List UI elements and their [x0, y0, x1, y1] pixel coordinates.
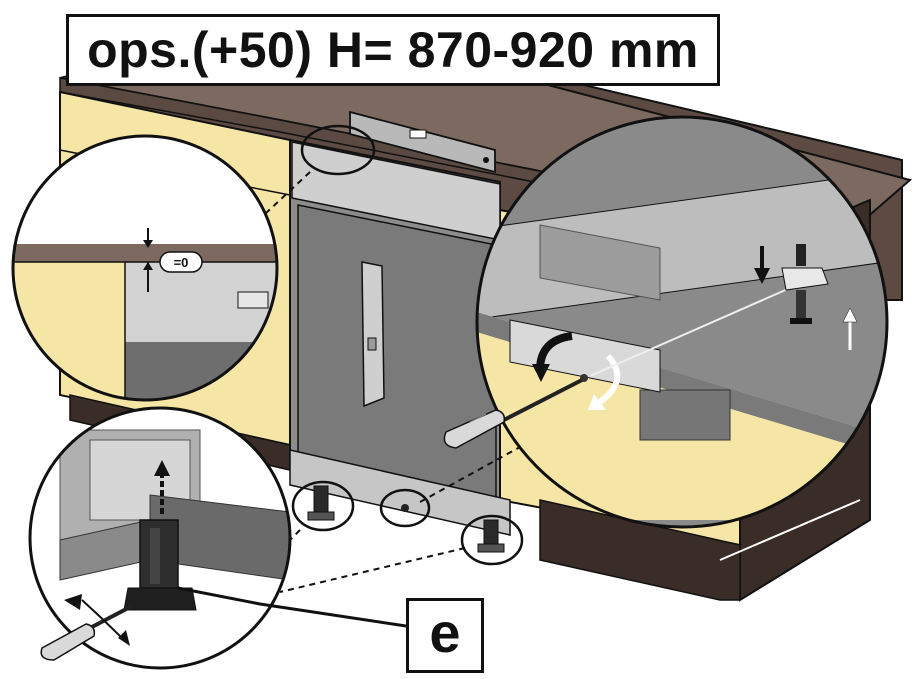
gap-label: =0 [174, 255, 189, 270]
screwdriver-icon [40, 604, 133, 661]
rotation-arrow-icon [532, 332, 621, 410]
callout-e-box: e [406, 598, 484, 673]
detail-circle-foot-left [291, 480, 355, 532]
down-arrow-icon [754, 246, 770, 284]
detail-circle-center [379, 488, 431, 528]
adjustable-foot-icon [781, 244, 829, 324]
mounting-bracket [361, 261, 385, 408]
callout-leader [177, 586, 407, 628]
detail-magnifier-foot [28, 406, 292, 670]
adjustable-foot-icon [307, 485, 505, 553]
rotation-arrow-icon [64, 594, 130, 646]
screwdriver-icon [443, 378, 583, 449]
callout-e-label: e [429, 600, 461, 664]
adjustable-foot-icon [123, 519, 197, 611]
detail-circle-foot-right [460, 514, 524, 566]
dishwasher-toe [289, 449, 511, 536]
gap-badge [159, 251, 203, 273]
detail-magnifier-gap: =0 [11, 134, 279, 402]
up-arrow-icon [154, 460, 170, 514]
up-arrow-icon [842, 307, 858, 350]
detail-magnifier-adjustment [443, 115, 889, 529]
detail-circle-top [300, 124, 376, 176]
right-plinth [539, 499, 741, 601]
height-title-box: ops.(+50) H= 870-920 mm [66, 14, 720, 86]
height-title: ops.(+50) H= 870-920 mm [87, 22, 699, 78]
